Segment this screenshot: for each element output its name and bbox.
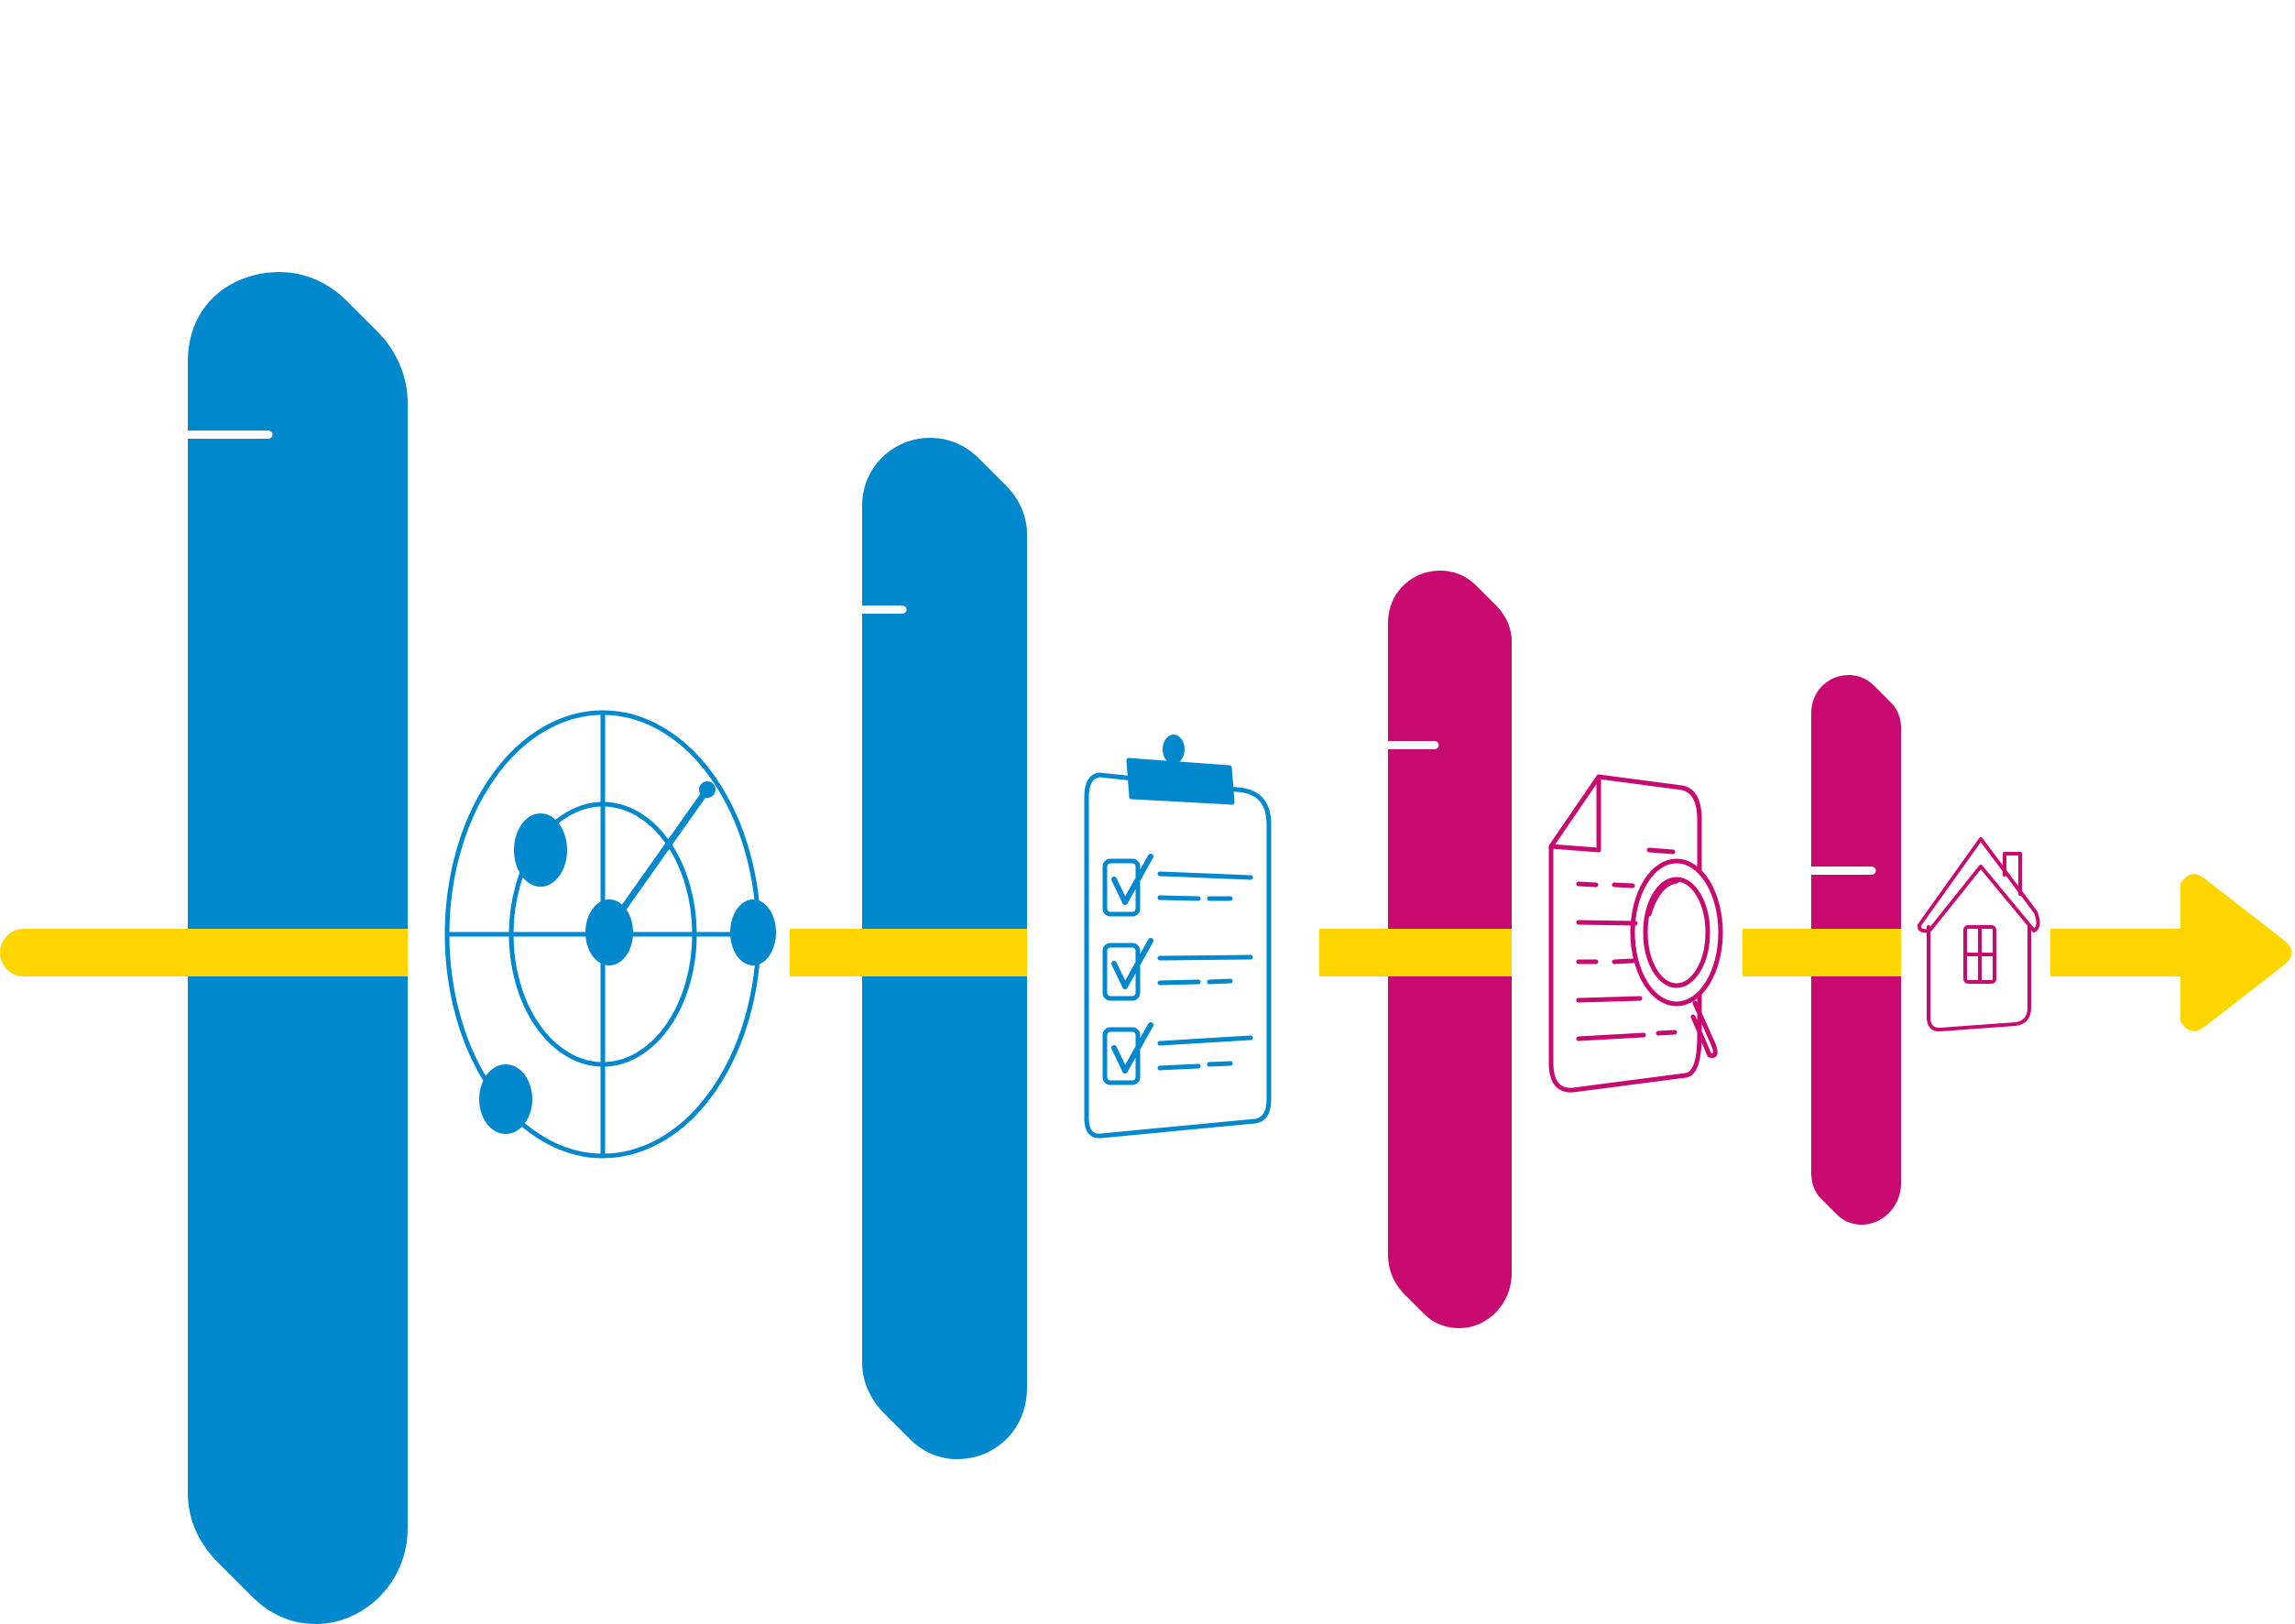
stage-bar-1-flow-segment [188,929,408,976]
flow-arrow-icon [2050,874,2292,1031]
stage-bar-2-flow-segment [862,929,1027,976]
stage-bar-1-tick [188,431,273,439]
stage-bar-2-tick [862,605,907,614]
clipboard-checklist-icon [1084,735,1272,1139]
stage-bar-2 [862,438,1027,1459]
stage-bar-3-tick [1388,741,1439,749]
stage-bar-4-flow-segment [1811,929,1901,976]
document-search-icon [1548,774,1723,1093]
stage-bar-3-flow-segment [1388,929,1512,976]
house-icon [1917,837,2040,1032]
stage-bar-4-tick [1811,866,1876,875]
stage-bar-3 [1388,571,1512,1328]
radar-target-icon [444,710,776,1159]
stage-bar-4 [1811,675,1901,1225]
stage-bar-1 [188,272,408,1624]
